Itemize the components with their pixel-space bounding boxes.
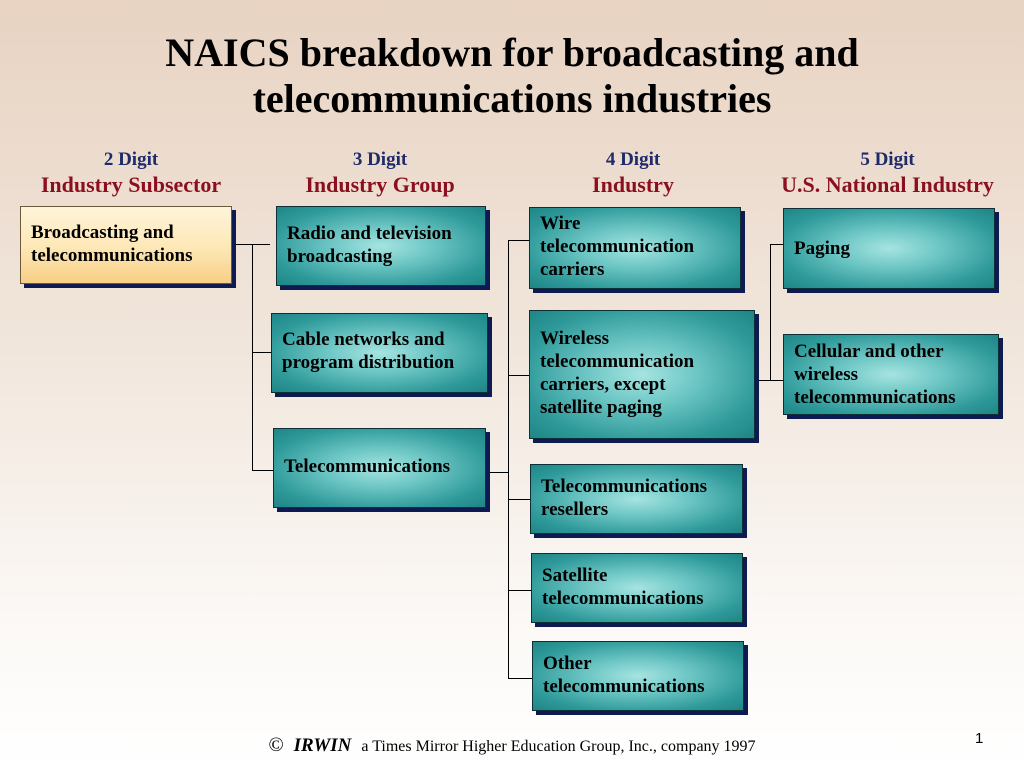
node-label-line: Paging: [794, 238, 850, 259]
column-name: Industry Group: [305, 172, 455, 197]
connector-line: [508, 240, 529, 241]
node-label-line: Wireless: [540, 328, 609, 349]
node-label-line: Cellular and other: [794, 341, 944, 362]
connector-line: [252, 352, 271, 353]
node-group-cable-networks: Cable networks and program distribution: [271, 313, 488, 393]
connector-line: [252, 244, 253, 470]
copyright-symbol: ©: [268, 734, 284, 756]
connector-line: [252, 470, 273, 471]
node-label-line: wireless: [794, 364, 859, 385]
connector-line: [770, 244, 771, 380]
node-national-paging: Paging: [783, 208, 995, 289]
page-number: 1: [975, 730, 984, 747]
column-name: Industry Subsector: [40, 172, 222, 197]
node-industry-wire-carriers: Wire telecommunication carriers: [529, 207, 741, 289]
connector-line: [759, 380, 770, 381]
node-label-line: Satellite: [542, 565, 608, 586]
node-label-line: telecommunications: [543, 676, 705, 697]
column-header-national-industry: 5 Digit U.S. National Industry: [760, 148, 1015, 198]
node-label-line: telecommunications: [542, 588, 704, 609]
node-group-telecommunications: Telecommunications: [273, 428, 486, 508]
connector-line: [770, 244, 783, 245]
node-label-line: Wire: [540, 213, 581, 234]
node-label-line: Telecommunications: [541, 476, 708, 497]
node-label-line: Cable networks and: [282, 329, 445, 350]
column-digit: 4 Digit: [605, 149, 661, 170]
connector-line: [508, 240, 509, 678]
node-industry-other-telecom: Other telecommunications: [532, 641, 744, 711]
column-name: U.S. National Industry: [781, 172, 994, 197]
column-header-group: 3 Digit Industry Group: [270, 148, 490, 198]
node-group-radio-tv-broadcasting: Radio and television broadcasting: [276, 206, 486, 286]
node-label-line: Other: [543, 653, 592, 674]
slide-title-line-2: telecommunications industries: [252, 76, 772, 121]
column-digit: 2 Digit: [103, 149, 159, 170]
node-subsector-broadcasting-telecom: Broadcasting and telecommunications: [20, 206, 232, 284]
node-label-line: telecommunication: [540, 236, 695, 257]
connector-line: [508, 499, 530, 500]
node-label-line: telecommunication: [540, 351, 695, 372]
node-industry-satellite-telecom: Satellite telecommunications: [531, 553, 743, 623]
node-label-line: Telecommunications: [284, 456, 451, 477]
node-label-line: telecommunications: [794, 387, 956, 408]
node-label-line: Broadcasting and: [31, 222, 174, 243]
connector-line: [770, 380, 783, 381]
node-industry-telecom-resellers: Telecommunications resellers: [530, 464, 743, 534]
node-label-line: carriers, except: [540, 374, 666, 395]
connector-line: [490, 472, 508, 473]
footer-text: a Times Mirror Higher Education Group, I…: [361, 738, 756, 755]
column-header-subsector: 2 Digit Industry Subsector: [20, 148, 242, 198]
node-label-line: broadcasting: [287, 246, 393, 267]
footer: © IRWIN a Times Mirror Higher Education …: [0, 734, 1024, 757]
connector-line: [508, 678, 532, 679]
node-label-line: satellite paging: [540, 397, 662, 418]
connector-line: [508, 375, 529, 376]
node-label-line: resellers: [541, 499, 609, 520]
connector-line: [508, 590, 531, 591]
column-header-industry: 4 Digit Industry: [533, 148, 733, 198]
node-label-line: program distribution: [282, 352, 455, 373]
column-digit: 3 Digit: [352, 149, 408, 170]
slide-title-line-1: NAICS breakdown for broadcasting and: [165, 30, 859, 75]
connector-line: [236, 244, 270, 245]
node-label-line: carriers: [540, 259, 605, 280]
publisher-brand: IRWIN: [293, 735, 352, 756]
node-label-line: Radio and television: [287, 223, 452, 244]
column-name: Industry: [592, 172, 674, 197]
node-industry-wireless-carriers: Wireless telecommunication carriers, exc…: [529, 310, 755, 439]
column-digit: 5 Digit: [860, 149, 915, 170]
node-national-cellular-wireless: Cellular and other wireless telecommunic…: [783, 334, 999, 415]
slide-title: NAICS breakdown for broadcasting and tel…: [0, 30, 1024, 122]
node-label-line: telecommunications: [31, 245, 193, 266]
